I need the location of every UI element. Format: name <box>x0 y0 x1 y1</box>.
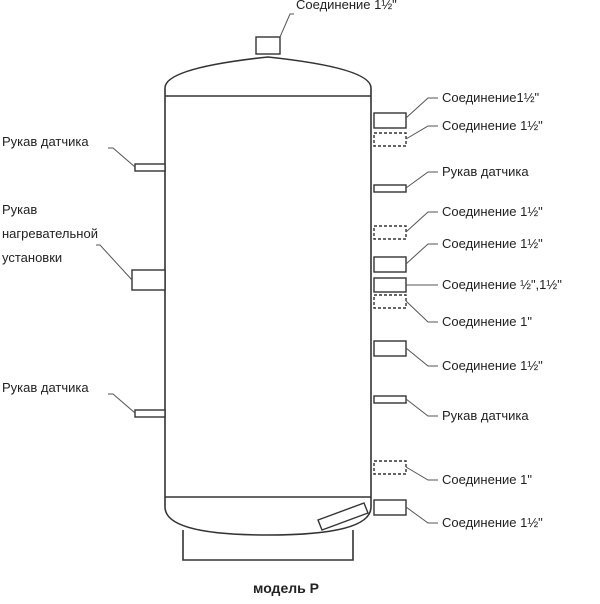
label-left-sensor-upper: Рукав датчика <box>2 134 89 149</box>
label-r5: Соединение 1½" <box>442 236 543 251</box>
fit-r6 <box>373 277 407 293</box>
labels: Соединение 1½" Рукав датчика Рукав нагре… <box>2 0 562 596</box>
fit-r10 <box>373 460 407 475</box>
caption: модель P <box>253 580 319 596</box>
fit-r2 <box>373 132 407 147</box>
label-left-heater-1: Рукав <box>2 202 37 217</box>
left-fittings <box>131 163 166 418</box>
fit-r11 <box>373 499 407 516</box>
fit-r1 <box>373 112 407 129</box>
label-r8: Соединение 1½" <box>442 358 543 373</box>
label-r7: Соединение 1" <box>442 314 532 329</box>
leader-lines <box>96 13 438 524</box>
tank-base <box>182 530 354 561</box>
label-r10: Соединение 1" <box>442 472 532 487</box>
label-r3: Рукав датчика <box>442 164 529 179</box>
fit-r3 <box>373 184 407 193</box>
tank-outline <box>164 56 372 536</box>
fit-r4 <box>373 225 407 240</box>
fit-r9 <box>373 395 407 404</box>
label-left-sensor-lower: Рукав датчика <box>2 380 89 395</box>
fit-r8 <box>373 340 407 357</box>
tank <box>164 36 372 561</box>
top-connection <box>255 36 281 55</box>
label-r4: Соединение 1½" <box>442 204 543 219</box>
internal-pipe <box>317 502 369 531</box>
label-left-heater-2: нагревательной <box>2 226 98 241</box>
left-heater-sleeve <box>131 269 166 291</box>
label-r6: Соединение ½",1½" <box>442 277 562 292</box>
fit-r5 <box>373 256 407 273</box>
left-sensor-upper <box>134 163 166 172</box>
fit-r7 <box>373 294 407 309</box>
label-top: Соединение 1½" <box>296 0 397 12</box>
label-r2: Соединение 1½" <box>442 118 543 133</box>
label-r9: Рукав датчика <box>442 408 529 423</box>
label-left-heater-3: установки <box>2 250 62 265</box>
label-r11: Соединение 1½" <box>442 515 543 530</box>
label-r1: Соединение1½" <box>442 90 540 105</box>
left-sensor-lower <box>134 409 166 418</box>
right-fittings <box>373 112 407 516</box>
